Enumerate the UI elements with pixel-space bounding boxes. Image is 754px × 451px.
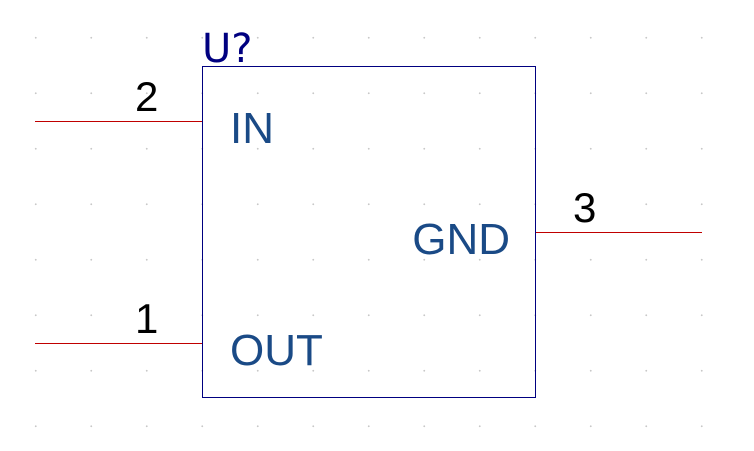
pin-name-out: OUT: [230, 326, 323, 375]
pin-name-gnd: GND: [412, 215, 510, 264]
pin-number-gnd: 3: [573, 184, 596, 231]
pin-number-out: 1: [135, 295, 158, 342]
pin-number-in: 2: [135, 73, 158, 120]
component-body[interactable]: [202, 66, 536, 398]
reference-designator: U?: [202, 26, 253, 72]
pin-name-in: IN: [230, 104, 274, 153]
